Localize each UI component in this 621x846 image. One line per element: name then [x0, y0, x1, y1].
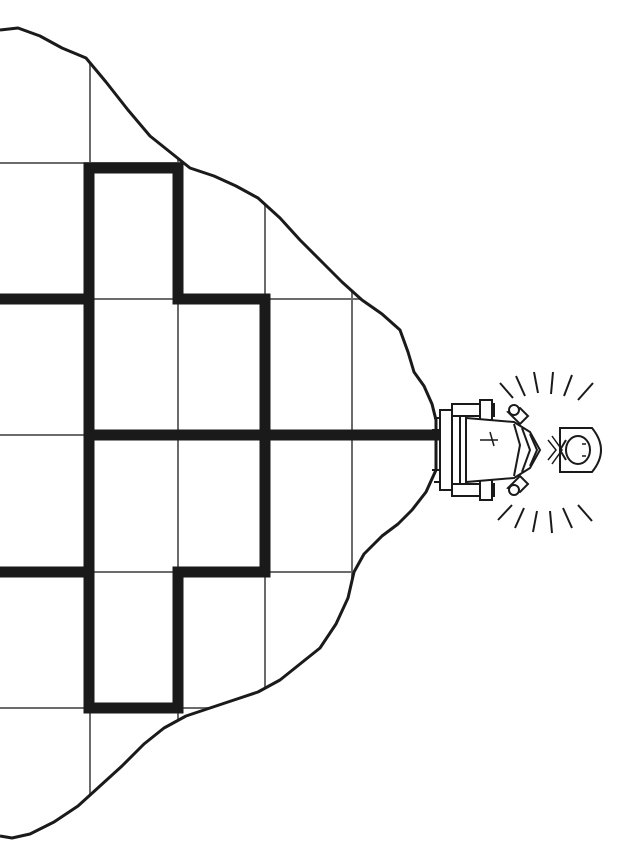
seated-figure-icon	[432, 372, 601, 533]
robed-figure	[466, 405, 540, 495]
radiance-rays-bottom	[498, 505, 592, 533]
figure-head	[548, 428, 601, 472]
radiance-rays-top	[500, 372, 593, 400]
